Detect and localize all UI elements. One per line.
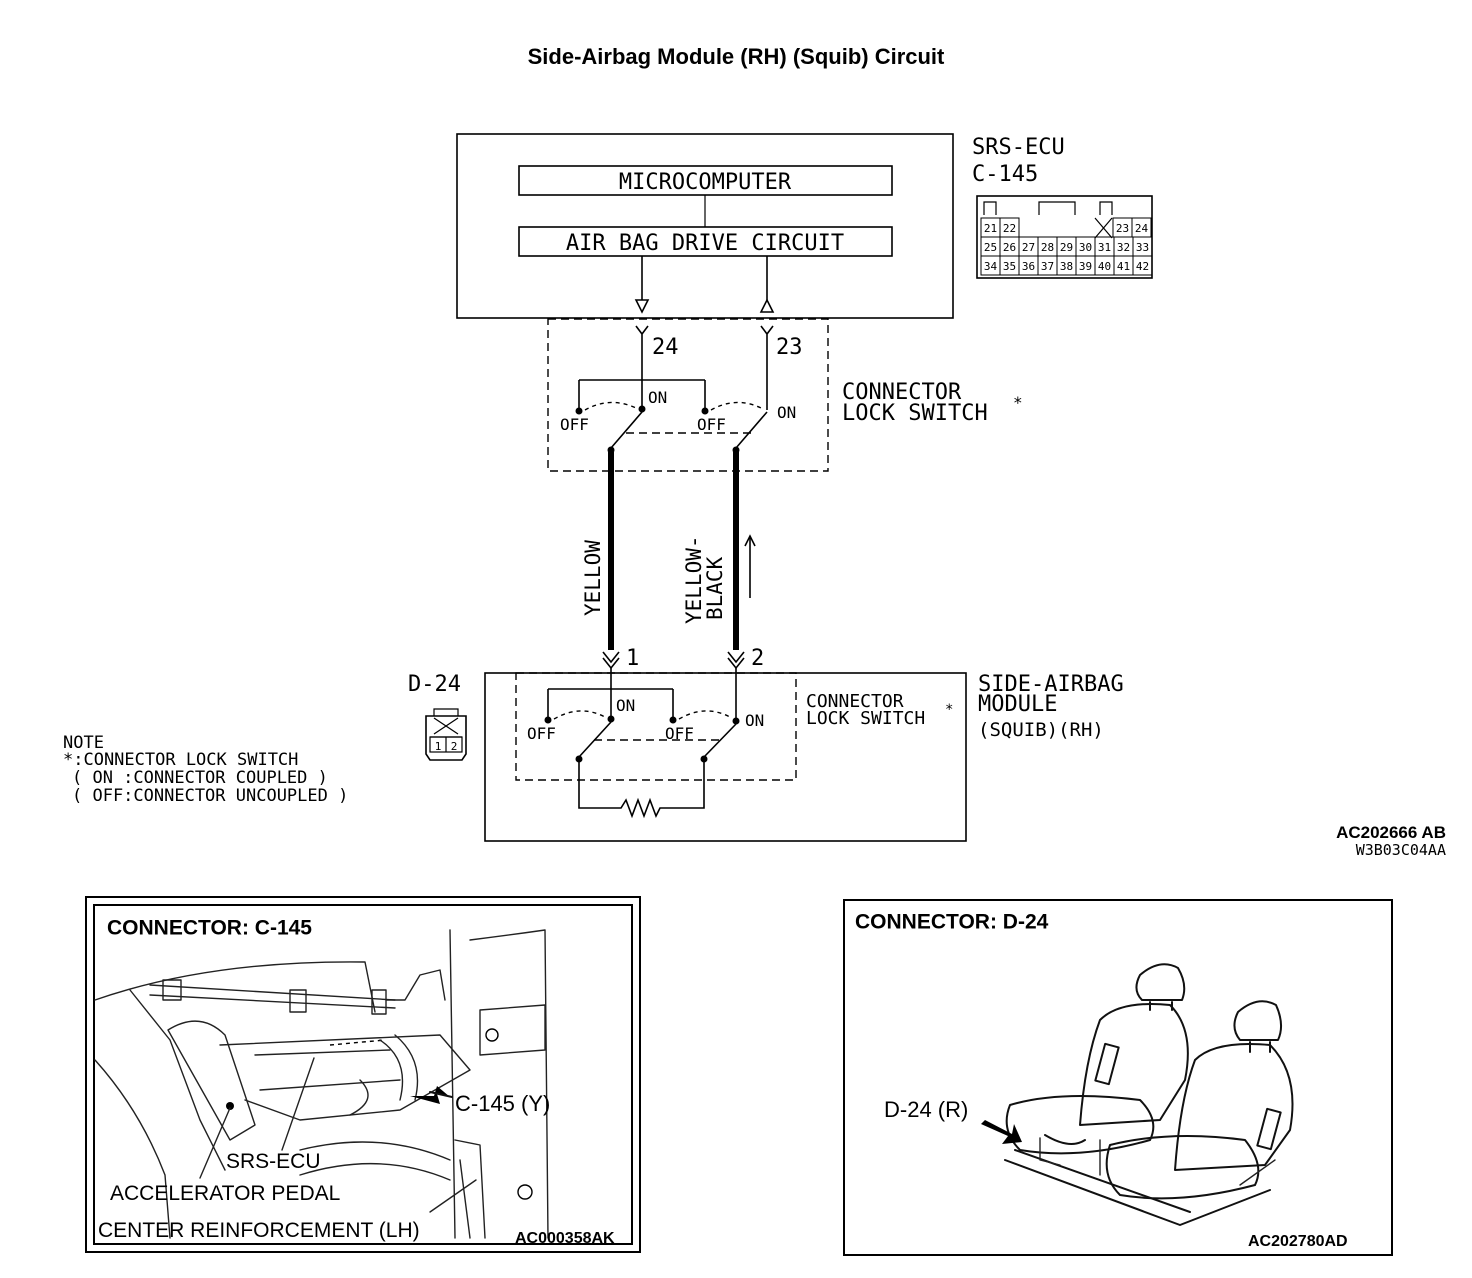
upper-off-label-2: OFF bbox=[697, 415, 726, 434]
c145-pin-number: 27 bbox=[1022, 241, 1035, 254]
c145-pin-number: 39 bbox=[1079, 260, 1092, 273]
srs-ecu-connector-label: C-145 bbox=[972, 162, 1038, 187]
c145-pin-number: 29 bbox=[1060, 241, 1073, 254]
upper-on-label-1: ON bbox=[648, 388, 667, 407]
c145-pin-number: 37 bbox=[1041, 260, 1054, 273]
note-line3: ( ON :CONNECTOR COUPLED ) bbox=[72, 768, 328, 788]
c145-pin-number: 32 bbox=[1117, 241, 1130, 254]
pin-2-label: 2 bbox=[751, 646, 764, 671]
c145-pin-number: 22 bbox=[1003, 222, 1016, 235]
lower-lock-switch-frame bbox=[515, 672, 797, 781]
c145-pin-number: 30 bbox=[1079, 241, 1092, 254]
d24-connector-face: 1 2 bbox=[425, 708, 467, 761]
d24-callout: D-24 (R) bbox=[884, 1097, 968, 1122]
panel-c145-title: CONNECTOR: C-145 bbox=[107, 916, 312, 939]
lower-off-label-1: OFF bbox=[527, 724, 556, 743]
c145-pin-number: 35 bbox=[1003, 260, 1016, 273]
upper-lock-switch-mark: * bbox=[1013, 393, 1023, 412]
c145-pointer-arrow bbox=[410, 1086, 450, 1104]
c145-pin-number: 42 bbox=[1136, 260, 1149, 273]
d24-pointer-arrow bbox=[981, 1120, 1022, 1144]
c145-pin-number: 25 bbox=[984, 241, 997, 254]
c145-pin-number: 36 bbox=[1022, 260, 1035, 273]
upper-on-label-2: ON bbox=[777, 403, 796, 422]
seat-illustration bbox=[981, 963, 1294, 1226]
c145-pin-number: 34 bbox=[984, 260, 998, 273]
microcomputer-label: MICROCOMPUTER bbox=[619, 170, 792, 195]
pin-2-arrow bbox=[727, 651, 745, 670]
module-label-line2: MODULE bbox=[978, 692, 1057, 717]
input-arrow-23 bbox=[759, 298, 775, 313]
module-label-line3: (SQUIB)(RH) bbox=[978, 719, 1104, 741]
panel-d24-code: AC202780AD bbox=[1248, 1233, 1348, 1250]
pin-1-arrow bbox=[602, 651, 620, 670]
panel-d24: CONNECTOR: D-24 bbox=[843, 899, 1393, 1256]
c145-pin-number: 21 bbox=[984, 222, 997, 235]
c145-callout-reinforcement: CENTER REINFORCEMENT (LH) bbox=[98, 1219, 420, 1242]
drive-circuit-box bbox=[518, 226, 893, 257]
wire-yellow-label: YELLOW bbox=[581, 540, 605, 616]
upper-lock-switch-line2: LOCK SWITCH bbox=[842, 401, 988, 426]
c145-pin-number: 31 bbox=[1098, 241, 1111, 254]
panel-d24-title: CONNECTOR: D-24 bbox=[855, 910, 1049, 933]
d24-connector-label: D-24 bbox=[408, 672, 461, 697]
diagram-title: Side-Airbag Module (RH) (Squib) Circuit bbox=[527, 44, 945, 69]
note-line2: *:CONNECTOR LOCK SWITCH bbox=[63, 750, 298, 770]
module-label-line1: SIDE-AIRBAG bbox=[978, 672, 1124, 697]
c145-pin-number: 24 bbox=[1135, 222, 1149, 235]
c145-pin-number: 28 bbox=[1041, 241, 1054, 254]
pin-1-label: 1 bbox=[626, 646, 639, 671]
upper-lock-switch-line1: CONNECTOR bbox=[842, 380, 962, 405]
c145-callout-ecu: SRS-ECU bbox=[226, 1150, 321, 1173]
srs-ecu-box bbox=[456, 133, 954, 319]
c145-pin-number: 41 bbox=[1117, 260, 1130, 273]
c145-location-illustration bbox=[94, 929, 549, 1239]
lower-lock-switch-line2: LOCK SWITCH bbox=[806, 708, 925, 729]
drive-circuit-label: AIR BAG DRIVE CIRCUIT bbox=[566, 231, 844, 256]
c145-callout-pedal: ACCELERATOR PEDAL bbox=[110, 1182, 340, 1205]
c145-pin-number: 40 bbox=[1098, 260, 1111, 273]
wire-yellow-black-label-1: YELLOW- bbox=[682, 535, 706, 624]
wire-yellow-black-label-2: BLACK bbox=[703, 556, 727, 620]
lower-switch bbox=[544, 688, 740, 819]
upper-off-label-1: OFF bbox=[560, 415, 589, 434]
pin-24-label: 24 bbox=[652, 335, 679, 360]
d24-pin-2: 2 bbox=[451, 740, 458, 753]
lower-on-label-2: ON bbox=[745, 711, 764, 730]
c145-connector-face: 21 22 23 24 25 26 27 28 29 30 31 32 33 34 35 36 37 38 39 40… bbox=[976, 195, 1153, 279]
figure-code-sub: W3B03C04AA bbox=[1356, 841, 1446, 859]
c145-pin-number: 23 bbox=[1116, 222, 1129, 235]
panel-c145-code: AC000358AK bbox=[515, 1230, 615, 1247]
c145-callout-connector: C-145 (Y) bbox=[455, 1091, 550, 1116]
panel-c145: CONNECTOR: C-145 bbox=[85, 896, 641, 1253]
pin-23-label: 23 bbox=[776, 335, 803, 360]
d24-pin-1: 1 bbox=[435, 740, 442, 753]
c145-pin-number: 26 bbox=[1003, 241, 1016, 254]
upper-switch-left bbox=[575, 379, 768, 454]
c145-pin-number: 33 bbox=[1136, 241, 1149, 254]
lower-lock-switch-mark: * bbox=[945, 702, 953, 718]
lower-off-label-2: OFF bbox=[665, 724, 694, 743]
c145-pin-cell bbox=[1132, 255, 1153, 276]
note-line4: ( OFF:CONNECTOR UNCOUPLED ) bbox=[72, 786, 348, 806]
lower-lock-switch-line1: CONNECTOR bbox=[806, 691, 904, 712]
output-arrow-24 bbox=[634, 299, 650, 314]
note-line1: NOTE bbox=[63, 733, 104, 753]
figure-code-main: AC202666 AB bbox=[1336, 823, 1446, 842]
srs-ecu-label: SRS-ECU bbox=[972, 135, 1065, 160]
squib-resistor bbox=[578, 762, 705, 819]
lower-on-label-1: ON bbox=[616, 696, 635, 715]
upper-lock-switch-frame bbox=[547, 318, 829, 472]
c145-pin-number: 38 bbox=[1060, 260, 1073, 273]
